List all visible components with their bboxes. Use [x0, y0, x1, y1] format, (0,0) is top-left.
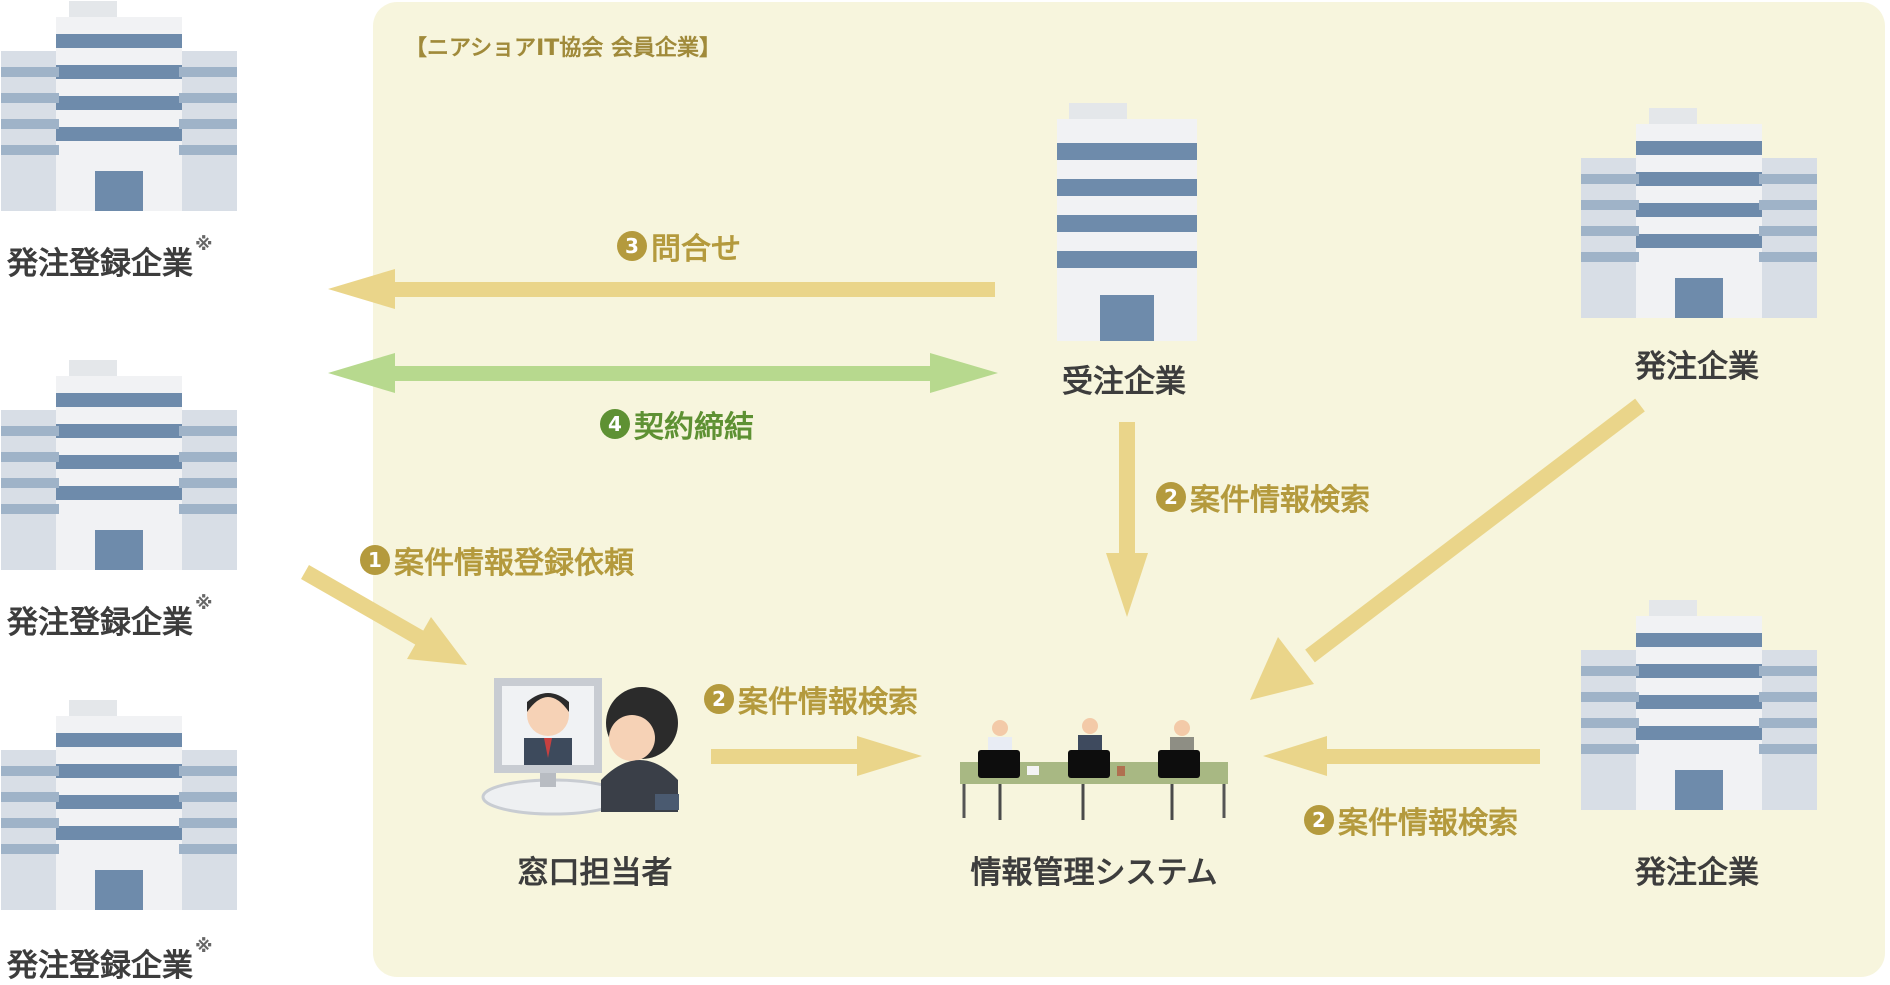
- inquiry-arrow: [328, 269, 995, 309]
- contractor-label: 受注企業: [1062, 364, 1186, 400]
- left-company-label: 発注登録企業※: [7, 936, 213, 984]
- left-company-label: 発注登録企業※: [7, 234, 213, 282]
- step-number-badge: 3: [617, 231, 647, 261]
- step-number-badge: 2: [1156, 482, 1186, 512]
- step-number-badge: 2: [1304, 805, 1334, 835]
- register-arrow: [301, 565, 467, 665]
- video-call-icon: [481, 678, 679, 816]
- office-workers-icon: [960, 718, 1228, 820]
- ordering-bottom-search-arrow: [1263, 736, 1540, 776]
- building-icon: [1581, 600, 1817, 810]
- step-number-badge: 2: [704, 684, 734, 714]
- building-icon: [1, 700, 237, 910]
- left-company-label: 発注登録企業※: [7, 593, 213, 641]
- building-icon: [1, 1, 237, 211]
- building-icon: [1057, 103, 1197, 341]
- building-icon: [1, 360, 237, 570]
- contract-arrow: [328, 353, 998, 393]
- ordering-top-search-arrow: [1250, 398, 1645, 700]
- info-system-label: 情報管理システム: [970, 855, 1218, 891]
- window-search-arrow: [711, 736, 922, 776]
- ordering-bottom-label: 発注企業: [1635, 855, 1759, 891]
- contractor-search-arrow: [1106, 422, 1148, 617]
- step-number-badge: 1: [360, 545, 390, 575]
- ordering-top-label: 発注企業: [1635, 349, 1759, 385]
- building-icon: [1581, 108, 1817, 318]
- panel-title: 【ニアショアIT協会 会員企業】: [405, 36, 721, 61]
- window-staff-label: 窓口担当者: [517, 855, 673, 891]
- step-number-badge: 4: [600, 409, 630, 439]
